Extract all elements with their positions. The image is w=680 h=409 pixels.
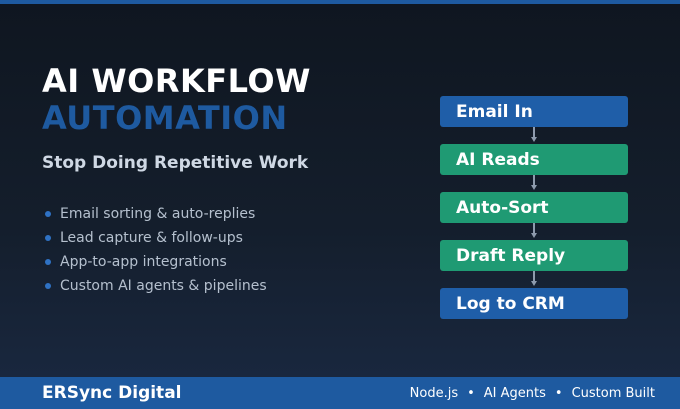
footer-bar: ERSync Digital Node.js • AI Agents • Cus…	[0, 377, 680, 409]
bullet-dot-icon	[45, 211, 51, 217]
brand-name: ERSync Digital	[42, 383, 182, 403]
flow-step-log-to-crm: Log to CRM	[440, 288, 628, 319]
down-arrow-icon	[531, 175, 537, 192]
feature-item: Email sorting & auto-replies	[45, 202, 267, 226]
title-line-1: AI WORKFLOW	[42, 62, 311, 100]
flow-step-ai-reads: AI Reads	[440, 144, 628, 175]
flow-step-email-in: Email In	[440, 96, 628, 127]
feature-label: App-to-app integrations	[60, 254, 227, 270]
flow-step-draft-reply: Draft Reply	[440, 240, 628, 271]
workflow-diagram: Email In AI Reads Auto-Sort Draft Reply …	[440, 96, 628, 319]
feature-label: Lead capture & follow-ups	[60, 230, 243, 246]
tag-item: Custom Built	[571, 385, 655, 401]
down-arrow-icon	[531, 127, 537, 144]
top-accent-bar	[0, 0, 680, 4]
down-arrow-icon	[531, 271, 537, 288]
tag-item: Node.js	[409, 385, 459, 401]
feature-list: Email sorting & auto-replies Lead captur…	[45, 202, 267, 298]
subtitle: Stop Doing Repetitive Work	[42, 153, 309, 173]
tech-tags: Node.js • AI Agents • Custom Built	[410, 386, 655, 401]
flow-step-auto-sort: Auto-Sort	[440, 192, 628, 223]
bullet-dot-icon	[45, 283, 51, 289]
feature-item: Custom AI agents & pipelines	[45, 274, 267, 298]
down-arrow-icon	[531, 223, 537, 240]
feature-item: Lead capture & follow-ups	[45, 226, 267, 250]
feature-label: Email sorting & auto-replies	[60, 206, 256, 222]
tag-item: AI Agents	[483, 385, 546, 401]
bullet-dot-icon	[45, 235, 51, 241]
separator-dot-icon: •	[554, 385, 563, 401]
title-line-2: AUTOMATION	[42, 99, 288, 137]
feature-item: App-to-app integrations	[45, 250, 267, 274]
feature-label: Custom AI agents & pipelines	[60, 278, 267, 294]
bullet-dot-icon	[45, 259, 51, 265]
separator-dot-icon: •	[467, 385, 475, 401]
